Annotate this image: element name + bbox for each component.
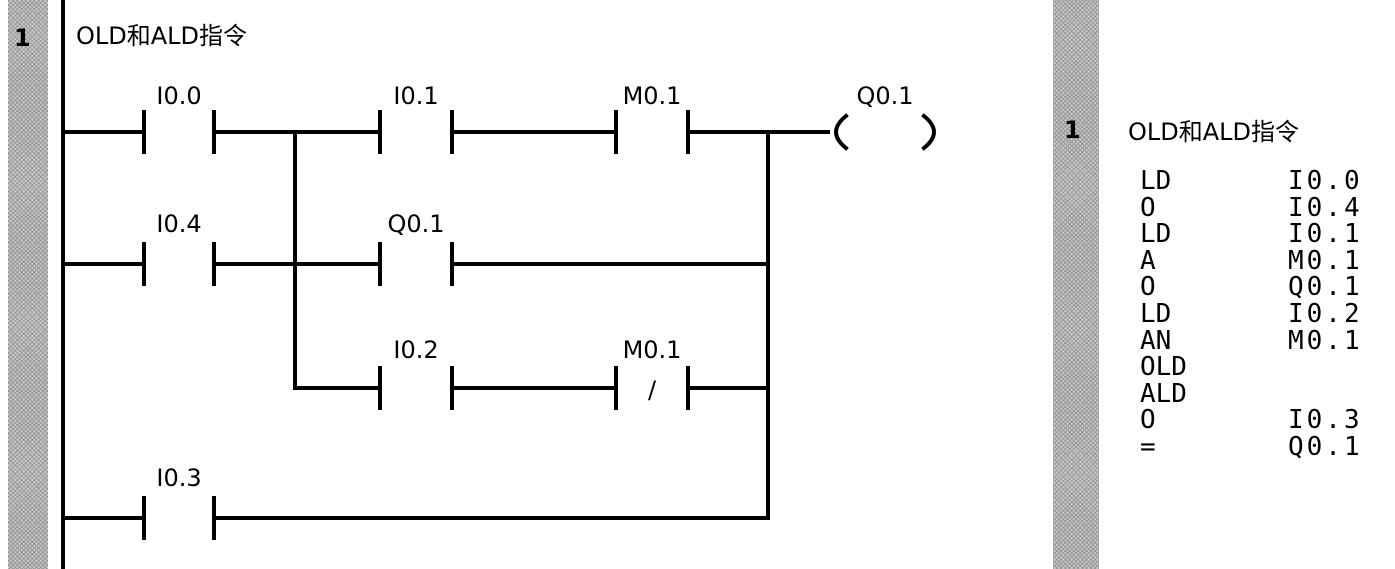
stl-operand: I0.3 xyxy=(1288,405,1363,436)
stl-op: LD xyxy=(1140,298,1172,329)
contact-i00[interactable] xyxy=(142,110,216,154)
contact-label-m01: M0.1 xyxy=(623,82,682,110)
contact-i02[interactable] xyxy=(378,366,454,410)
stl-op: AN xyxy=(1140,325,1172,356)
ladder-network-number: 1 xyxy=(14,24,31,52)
stl-operand: Q0.1 xyxy=(1288,272,1363,303)
normally-closed-symbol: / xyxy=(648,376,657,404)
stl-operand: M0.1 xyxy=(1288,325,1363,356)
contact-i01[interactable] xyxy=(378,110,454,154)
ladder-network-title[interactable]: OLD和ALD指令 xyxy=(76,22,248,50)
contact-label-i03: I0.3 xyxy=(156,464,201,492)
contact-m01[interactable] xyxy=(614,110,690,154)
stl-operand: M0.1 xyxy=(1288,245,1363,276)
ladder-diagram: I0.0 I0.1 M0.1 Q0.1 I0.4 Q0.1 I0.2 M0.1 … xyxy=(61,0,936,569)
contact-label-m01-nc: M0.1 xyxy=(623,336,682,364)
stl-operand: I0.1 xyxy=(1288,219,1363,250)
contact-label-i04: I0.4 xyxy=(156,210,201,238)
ladder-network-gutter[interactable] xyxy=(8,0,48,569)
stl-operand: I0.2 xyxy=(1288,298,1363,329)
stl-network-number: 1 xyxy=(1064,116,1081,144)
contact-i03[interactable] xyxy=(142,496,216,540)
stl-operand: I0.0 xyxy=(1288,166,1363,196)
stl-op: O xyxy=(1140,272,1156,303)
contact-label-i01: I0.1 xyxy=(393,82,438,110)
coil-q01[interactable] xyxy=(834,113,936,151)
contact-label-i00: I0.0 xyxy=(156,82,201,110)
contact-label-i02: I0.2 xyxy=(393,336,438,364)
stl-network-title[interactable]: OLD和ALD指令 xyxy=(1128,118,1300,146)
contact-i04[interactable] xyxy=(142,242,216,286)
contact-q01[interactable] xyxy=(378,242,454,286)
stl-op: LD xyxy=(1140,166,1172,196)
stl-op: = xyxy=(1140,431,1156,462)
stl-op: A xyxy=(1140,245,1156,276)
contact-m01-nc[interactable] xyxy=(614,366,690,410)
stl-operand: Q0.1 xyxy=(1288,431,1363,462)
stl-op: OLD xyxy=(1140,352,1187,383)
stl-op: LD xyxy=(1140,219,1172,250)
contact-label-q01: Q0.1 xyxy=(387,210,444,238)
coil-label-q01: Q0.1 xyxy=(856,82,913,110)
stl-op: ALD xyxy=(1140,378,1187,409)
stl-network-gutter[interactable] xyxy=(1053,0,1099,569)
stl-op: O xyxy=(1140,192,1156,223)
stl-operand: I0.4 xyxy=(1288,192,1363,223)
stl-op: O xyxy=(1140,405,1156,436)
